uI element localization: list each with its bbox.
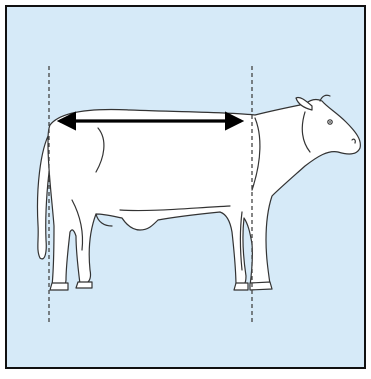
hoof-hind-right xyxy=(76,282,92,288)
hoof-fore-left xyxy=(234,283,248,290)
hoof-fore-right xyxy=(250,282,272,290)
hoof-hind-left xyxy=(50,283,68,290)
